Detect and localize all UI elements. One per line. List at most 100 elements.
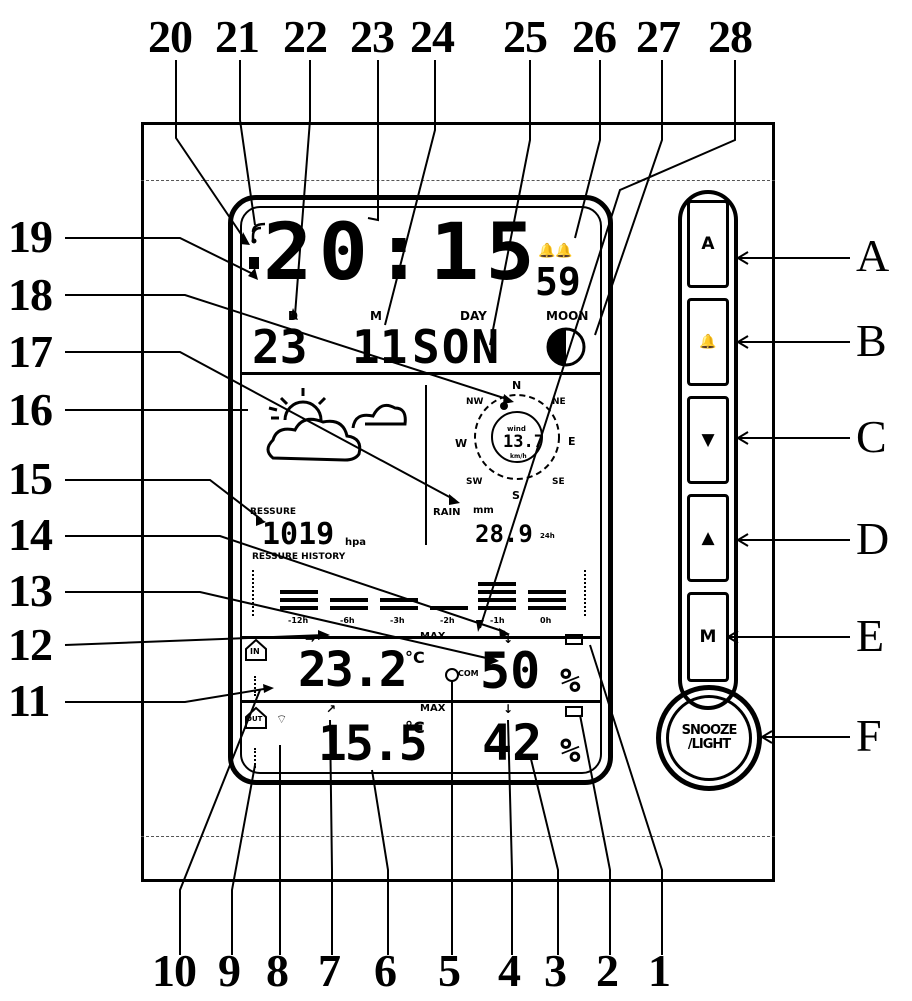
compass-sw: SW: [466, 477, 483, 487]
moon-phase-icon: [545, 326, 587, 372]
compass-n: N: [512, 379, 522, 392]
history-label: -1h: [490, 616, 505, 625]
callout-16: 16: [8, 384, 53, 435]
case-seam-bottom: [141, 836, 775, 837]
month-display: 11: [352, 320, 408, 374]
pressure-label: RESSURE: [250, 507, 297, 517]
history-bar: [528, 606, 566, 610]
history-label: -3h: [390, 616, 405, 625]
callout-27: 27: [636, 11, 681, 62]
button-down[interactable]: ▼: [687, 396, 729, 484]
callout-a: A: [856, 230, 890, 281]
callout-13: 13: [8, 565, 53, 616]
history-bar: [380, 606, 418, 610]
indoor-temp-unit: °C: [405, 648, 425, 667]
indoor-max-label: MAX: [420, 631, 446, 642]
history-bar: [528, 590, 566, 594]
outdoor-label: OUT: [246, 715, 263, 723]
compass-w: W: [455, 437, 468, 450]
comfort-label: COM: [458, 669, 479, 678]
outdoor-humidity-unit: %: [560, 731, 581, 771]
alarm-icons: 🔔🔔: [538, 243, 573, 259]
signal-icon: [250, 222, 270, 248]
outdoor-humidity-trend-arrow: ↓: [503, 702, 514, 716]
dayname-label: DAY: [460, 309, 487, 323]
callout-2: 2: [596, 945, 619, 996]
callout-11: 11: [8, 675, 50, 726]
callout-10: 10: [152, 945, 197, 996]
history-scale-left: [252, 570, 260, 616]
pressure-value: 1019: [262, 517, 335, 552]
history-bar: [280, 606, 318, 610]
lcd-screen-frame: [228, 195, 613, 785]
callout-5: 5: [438, 945, 461, 996]
callout-f: F: [856, 710, 882, 761]
outdoor-temperature: 15.5: [318, 716, 428, 772]
wind-label: wind: [507, 425, 526, 433]
compass-nw: NW: [466, 397, 484, 407]
rain-value: 28.9: [475, 520, 533, 548]
callout-c: C: [856, 411, 887, 462]
indoor-humidity-unit: %: [560, 661, 581, 701]
time-display: 20:15: [263, 208, 542, 298]
device-case: [141, 122, 775, 882]
history-label: -2h: [440, 616, 455, 625]
indoor-house-icon: [244, 638, 268, 666]
rain-unit: mm: [473, 505, 494, 516]
divider-outdoor: [242, 700, 600, 703]
history-bar: [280, 598, 318, 602]
history-bar: [380, 598, 418, 602]
button-alarm[interactable]: 🔔: [687, 298, 729, 386]
button-a[interactable]: A: [687, 200, 729, 288]
callout-25: 25: [503, 11, 548, 62]
outdoor-signal-icon: ⌔: [276, 712, 288, 726]
callout-21: 21: [215, 11, 260, 62]
wind-compass: [462, 382, 582, 506]
weather-forecast-icon: [255, 378, 415, 472]
pressure-unit: hpa: [345, 537, 367, 548]
callout-17: 17: [8, 326, 53, 377]
callout-9: 9: [218, 945, 241, 996]
compass-ne: NE: [552, 397, 566, 407]
minmax-indicator-in: [254, 676, 261, 696]
pm-indicator: [249, 257, 259, 269]
callout-23: 23: [350, 11, 395, 62]
history-bar: [478, 582, 516, 586]
callout-8: 8: [266, 945, 289, 996]
history-label: 0h: [540, 616, 552, 625]
snooze-label: SNOOZE: [681, 722, 738, 738]
callout-24: 24: [410, 11, 455, 62]
indoor-trend-arrow: →: [305, 632, 316, 646]
callout-3: 3: [544, 945, 567, 996]
history-bar: [330, 598, 368, 602]
outdoor-battery-icon: [565, 706, 583, 717]
dayname-display: SON: [412, 320, 502, 374]
outdoor-max-label: MAX: [420, 703, 446, 714]
callout-26: 26: [572, 11, 617, 62]
button-up[interactable]: ▲: [687, 494, 729, 582]
callout-15: 15: [8, 453, 53, 504]
indoor-label: IN: [250, 647, 260, 656]
callout-e: E: [856, 610, 885, 661]
snooze-light-button[interactable]: SNOOZE /LIGHT: [666, 695, 752, 781]
history-bar: [528, 598, 566, 602]
pressure-history-label: RESSURE HISTORY: [252, 552, 346, 562]
callout-28: 28: [708, 11, 753, 62]
callout-d: D: [856, 513, 890, 564]
history-bar: [430, 606, 468, 610]
seconds-display: 59: [535, 260, 581, 304]
indoor-humidity-trend-arrow: ↓: [503, 632, 514, 646]
callout-14: 14: [8, 509, 53, 560]
rain-label: RAIN: [433, 507, 461, 518]
callout-b: B: [856, 315, 887, 366]
outdoor-humidity: 42: [482, 714, 543, 772]
indoor-temperature: 23.2: [298, 642, 408, 698]
light-label: /LIGHT: [687, 737, 731, 752]
outdoor-temp-unit: °C: [405, 718, 425, 737]
indoor-battery-icon: [565, 634, 583, 645]
callout-1: 1: [648, 945, 671, 996]
divider-indoor: [242, 636, 600, 639]
callout-7: 7: [318, 945, 341, 996]
divider-date: [242, 372, 600, 375]
